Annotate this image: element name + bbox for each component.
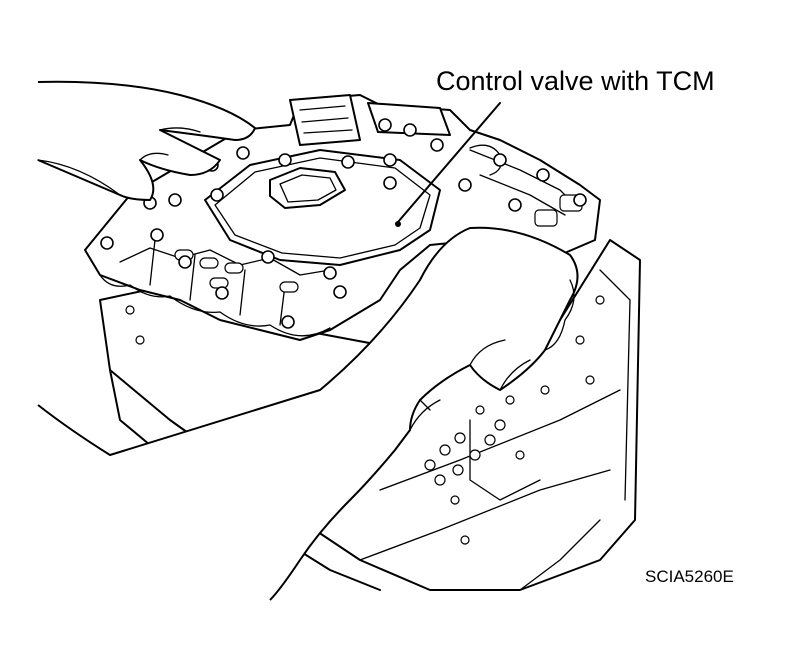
right-hand	[37, 226, 579, 601]
left-hand	[37, 80, 256, 201]
figure-code: SCIA5260E	[645, 567, 734, 586]
callout-leader	[395, 102, 501, 227]
callout-label: Control valve with TCM	[436, 66, 715, 96]
